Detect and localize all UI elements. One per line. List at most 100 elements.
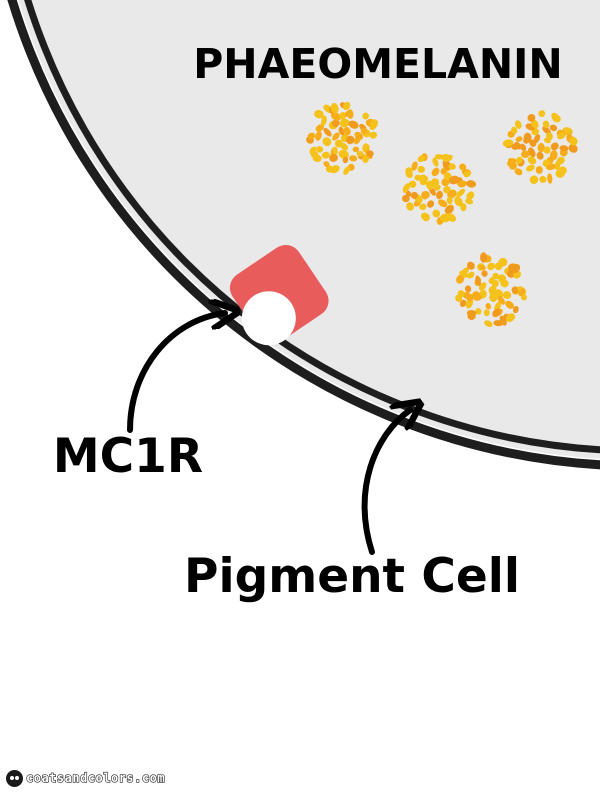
granule [527,114,536,122]
granule [483,309,490,317]
granule [418,174,429,183]
granule [502,139,514,147]
granule [481,270,488,277]
granule [457,180,467,188]
granule [539,175,547,183]
granule [552,114,561,123]
granule [493,320,504,327]
granule [478,282,487,291]
granule [405,167,413,175]
granule [484,320,493,327]
granule [518,288,526,296]
granule [457,290,465,298]
granule [515,136,523,142]
granule [531,119,539,129]
granule [307,132,316,140]
granule [427,200,435,208]
granule [422,213,430,222]
granule [411,161,418,171]
granule [329,153,338,162]
granule [515,156,523,164]
granule [475,308,482,315]
granule [537,143,545,153]
granule [569,136,578,146]
granule [354,131,364,140]
granule [492,308,501,318]
granule [316,145,324,153]
granule [447,189,457,199]
granule [459,299,467,308]
granule [406,202,415,211]
granule [352,146,360,153]
granule [332,146,338,155]
granule [440,213,451,223]
granule [527,156,537,165]
granule [345,135,355,145]
granule [520,143,527,152]
granule [360,127,368,135]
granule [448,163,456,170]
granule [475,275,481,287]
granule [330,111,341,121]
granule [492,272,500,280]
granule [511,126,518,134]
mc1r-receptor [229,244,329,346]
granule [432,157,439,167]
pigment-cell-label: Pigment Cell [184,549,520,604]
granule [529,175,539,185]
granule [510,263,521,274]
granule [555,169,565,178]
granule [348,120,359,129]
granule [545,163,557,171]
granule [344,110,351,117]
granule [464,285,472,293]
granule [330,102,339,114]
granule [533,134,541,144]
granule [456,188,466,198]
mc1r-arrow [127,313,225,433]
granule [460,203,467,212]
granule [432,209,441,218]
granule [417,165,425,173]
granule [417,155,425,163]
granule [443,172,452,181]
granule [434,154,444,160]
granule [362,112,369,120]
granule [550,142,559,151]
granule [402,194,410,203]
granule [431,167,440,177]
granule [343,166,350,175]
granule [322,137,332,147]
granule [512,305,519,314]
granule [514,168,523,176]
granule [505,300,514,309]
mc1r-label: MC1R [53,429,203,484]
granule [487,262,496,271]
granule [538,110,546,117]
granule [462,291,471,299]
granule [528,147,536,158]
title: PHAEOMELANIN [193,40,563,88]
granule [507,158,517,167]
granule [343,101,351,111]
granule [444,205,454,214]
granule [321,115,327,126]
granule [542,120,550,129]
granule [315,131,322,141]
granule [446,196,453,205]
granule [489,293,498,302]
dog-face-icon [6,769,23,787]
granule [521,150,530,158]
granule [549,124,558,132]
granule [554,159,561,170]
granule [535,166,543,174]
granule [408,180,417,188]
granule [309,146,317,155]
granule [500,279,509,288]
granule [563,127,572,135]
granule [568,144,578,153]
granule [421,190,430,199]
granule [547,173,553,184]
granule-cluster-4 [455,252,528,327]
